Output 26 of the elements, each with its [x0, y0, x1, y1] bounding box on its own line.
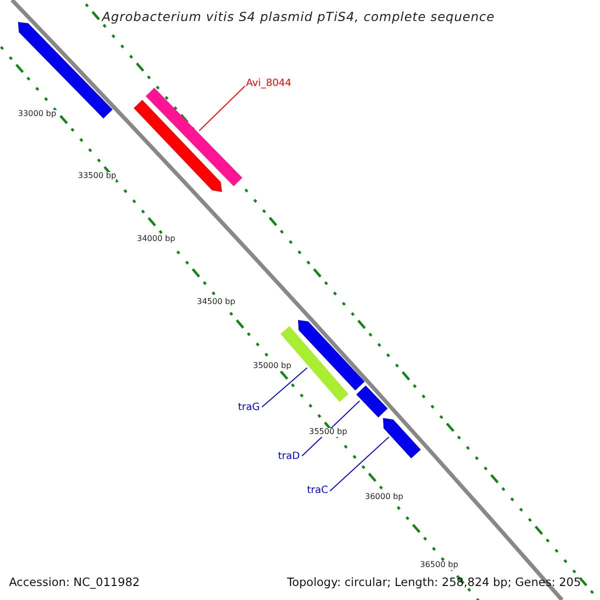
genome-summary-text: Topology: circular; Length: 258,824 bp; Genes: 205 [287, 576, 581, 589]
gene-bar [298, 320, 365, 390]
gene-label: Avi_8044 [246, 78, 292, 89]
gene-bar [280, 326, 348, 402]
gene-label: traC [307, 485, 328, 496]
position-label: 34500 bp [197, 298, 236, 307]
position-label: 36000 bp [365, 493, 404, 502]
leader-line [198, 86, 246, 132]
leader-line [262, 367, 308, 408]
gene-bar [146, 88, 242, 186]
position-label: 33500 bp [78, 172, 116, 181]
position-label: 35500 bp [309, 428, 348, 437]
leader-line [330, 436, 390, 492]
position-label: 33000 bp [18, 110, 56, 119]
map-title: Agrobacterium vitis S4 plasmid pTiS4, complete sequence [102, 10, 495, 24]
gene-label: traG [238, 402, 260, 413]
gene-bar [356, 386, 388, 418]
leader-line [302, 400, 360, 456]
position-label: 35000 bp [253, 362, 292, 371]
gene-label: traD [278, 451, 300, 462]
accession-text: Accession: NC_011982 [9, 576, 140, 589]
gene-bar [18, 22, 113, 118]
gene-bar [134, 100, 222, 192]
position-label: 36500 bp [420, 561, 458, 570]
position-label: 34000 bp [137, 235, 176, 244]
gene-bar [383, 418, 421, 458]
